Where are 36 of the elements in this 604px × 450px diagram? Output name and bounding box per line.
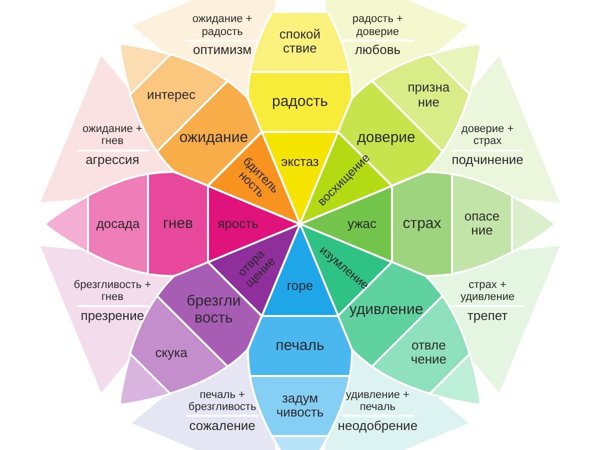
emotion-combination: удивление + печаль [344,388,410,413]
emotion-label: оптимизм [193,43,252,58]
emotion-combination: брезгливость + гнев [72,278,152,303]
emotion-label: радость [272,94,328,110]
emotion-combination: доверие + страх [460,123,515,148]
emotion-label: скука [155,346,188,360]
emotion-label: экстаз [281,154,319,169]
emotion-combination: ожидание + радость [191,13,254,38]
emotion-label: гнев [162,216,194,232]
emotion-label: подчинение [452,153,524,168]
emotion-label: доверие [357,129,416,146]
emotion-label: ожидание [179,129,248,146]
emotion-label: задум чивость [275,392,325,420]
emotion-label: призна ние [406,80,451,110]
emotion-label: неодобрение [338,418,418,433]
emotion-label: удивление [349,302,424,318]
emotion-label: опасе ние [463,210,501,238]
emotion-label: ужас [347,216,377,232]
emotion-label: досада [96,216,140,232]
emotion-label: ярость [218,216,258,232]
emotion-label: презрение [80,308,144,323]
emotion-label: сожаление [189,418,256,433]
emotion-label: страх [402,216,442,232]
emotion-combination: печаль + брезгливость [187,388,258,413]
emotion-label: любовь [354,43,401,58]
emotion-combination: ожидание + гнев [82,123,144,148]
emotion-label: агрессия [86,153,140,168]
emotion-combination: радость + доверие [351,13,404,38]
emotion-label: печаль [276,338,324,354]
emotion-label: горе [286,278,314,294]
emotion-label: брезгли вость [186,294,242,327]
emotion-label: трепет [467,308,508,323]
emotion-label: отвле чение [410,338,448,367]
emotion-label: спокой ствие [278,28,322,56]
emotion-label: интерес [147,88,196,102]
emotion-combination: страх + удивление [459,278,516,303]
